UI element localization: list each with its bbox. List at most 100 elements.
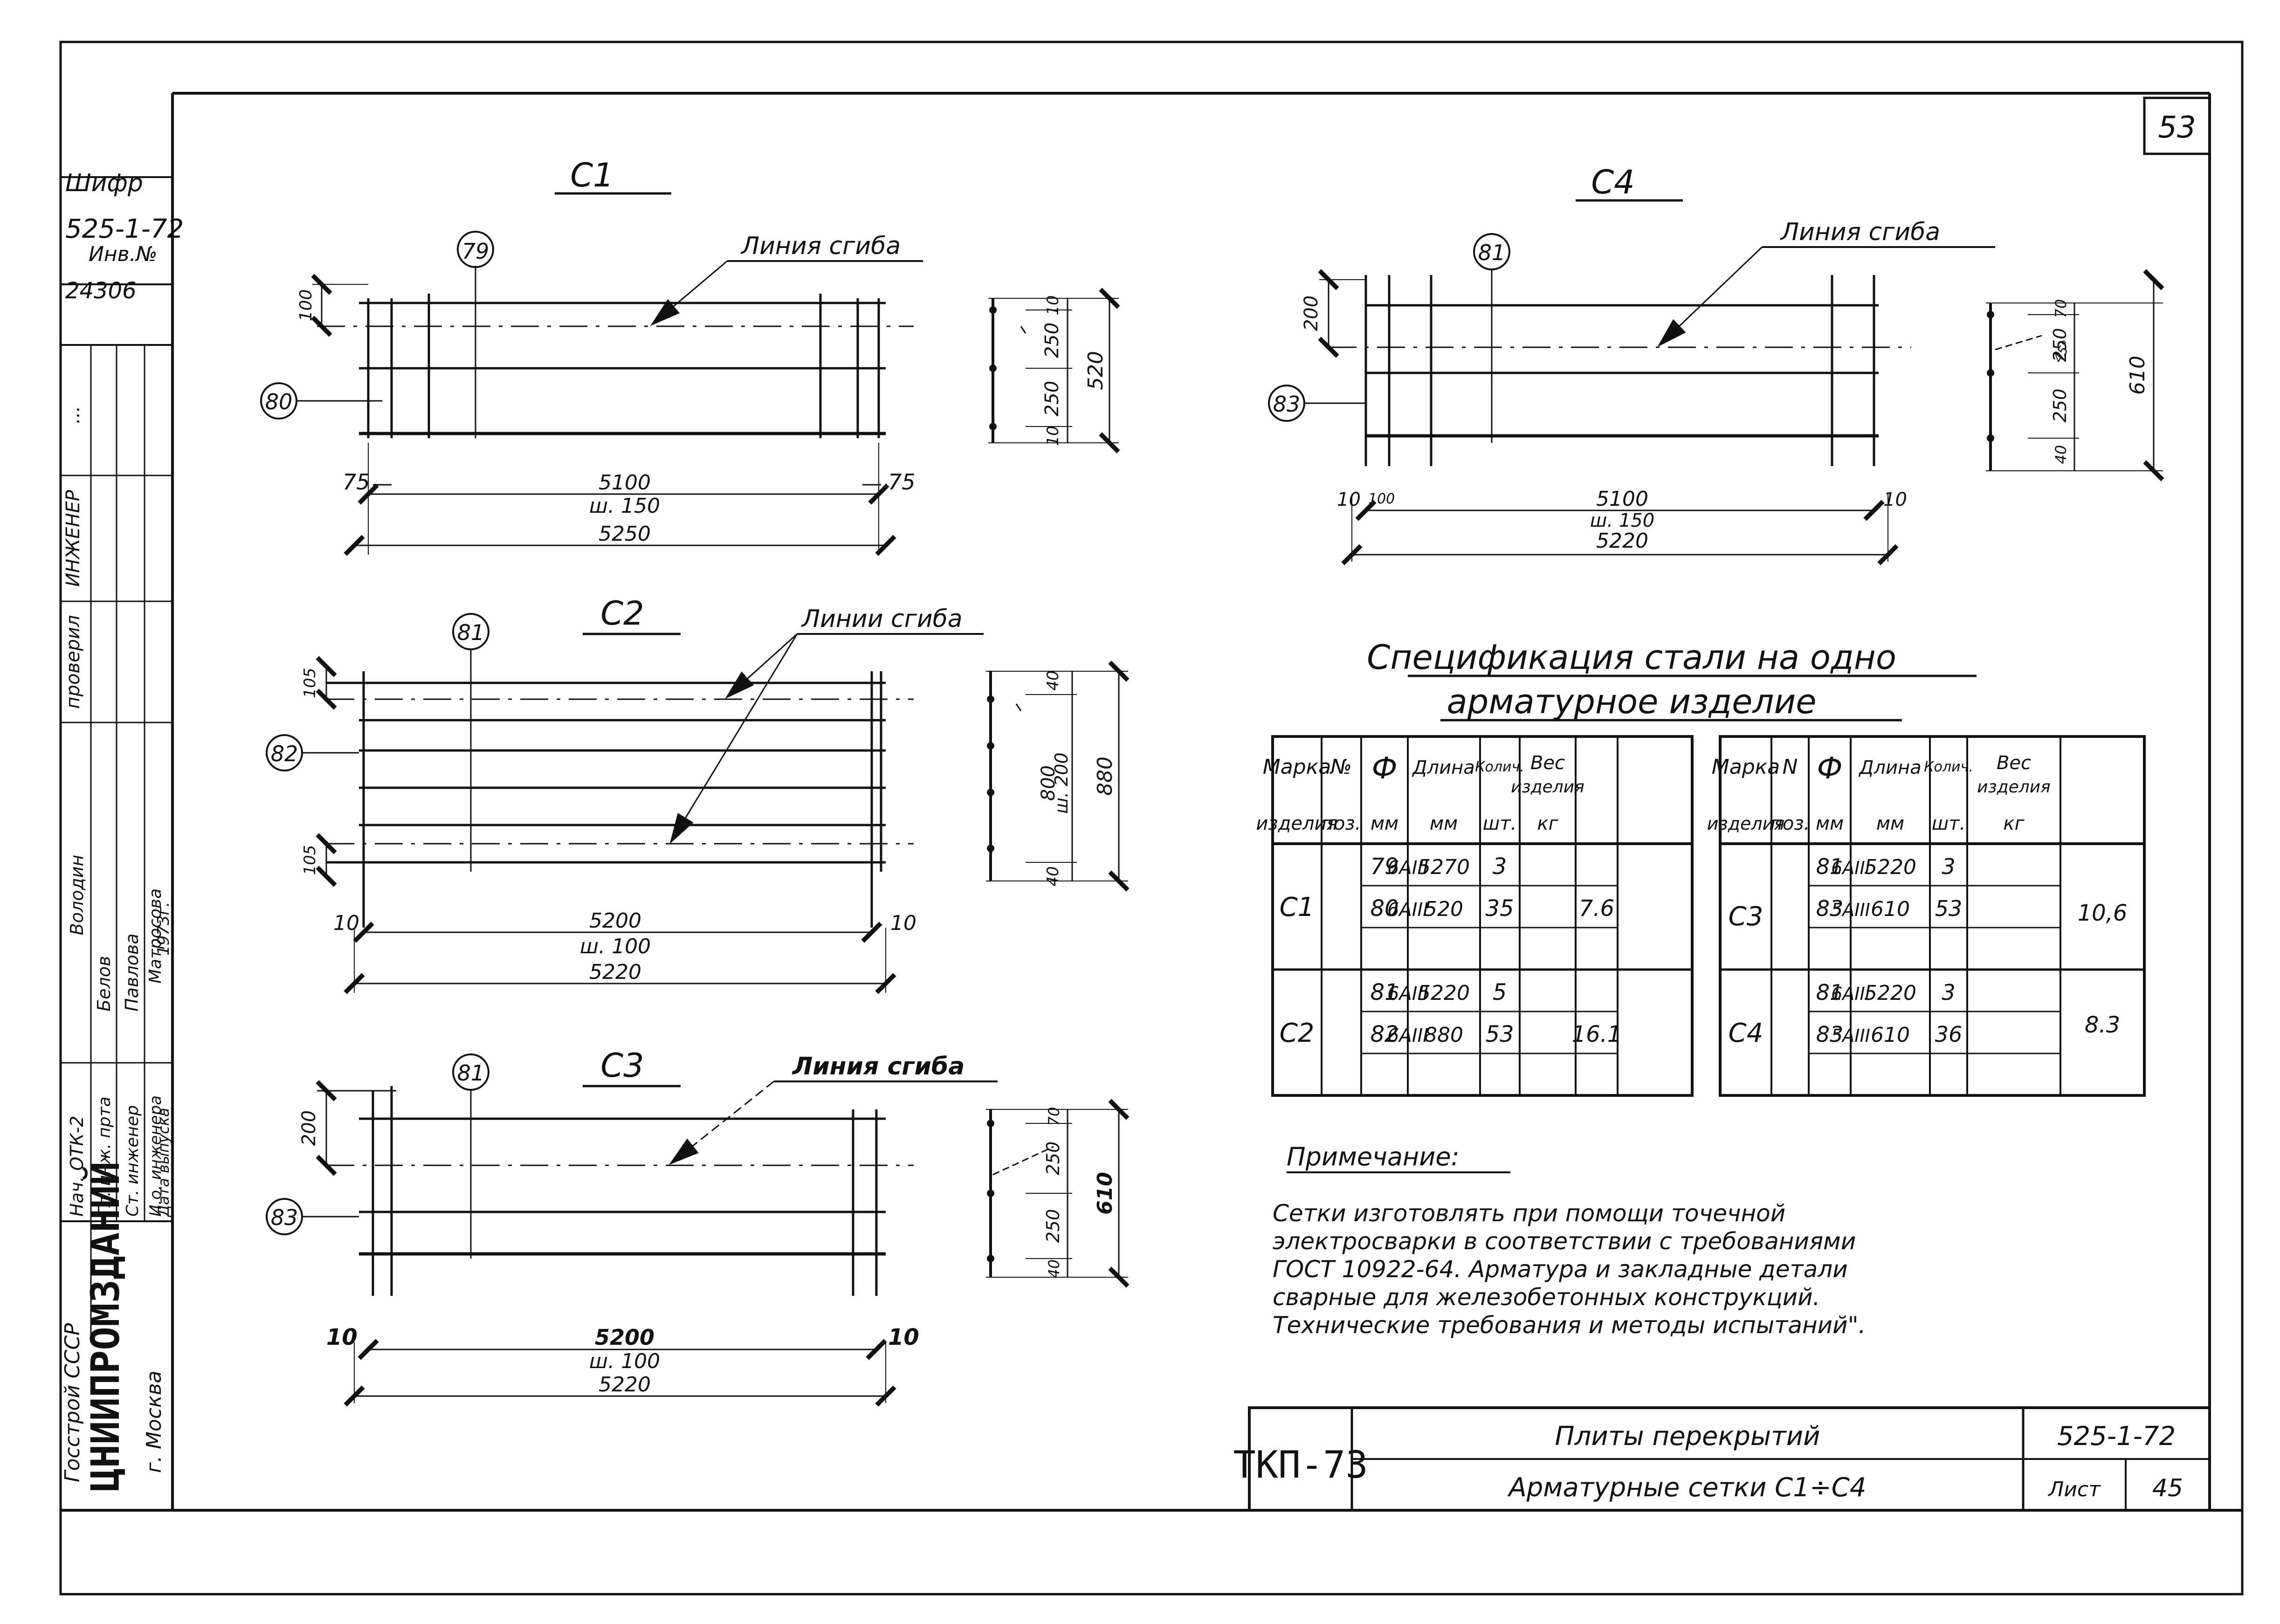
c2-sec-total: 880 <box>1093 757 1117 796</box>
spec-l-h-mark-1: Марка <box>1263 755 1331 779</box>
c3-title: C3 <box>600 1046 644 1085</box>
spec-l-h-qty-2: шт. <box>1483 813 1517 834</box>
spec-r-h-pos-2: поз. <box>1770 813 1810 834</box>
title-block: ТКП-73 Плиты перекрытий Арматурные сетки… <box>1233 1406 2211 1512</box>
spec-l-qty-79: 3 <box>1493 853 1507 880</box>
spec-l-h-wt-1: Вес <box>1530 752 1565 774</box>
spec-r-h-len-1: Длина <box>1858 757 1921 778</box>
spec-l-pos-80: 80 <box>1370 895 1398 922</box>
stamp-name-2: Белов <box>94 956 114 1012</box>
spec-r-pos-83a: 83 <box>1816 896 1844 921</box>
spec-r-h-qty-2: шт. <box>1932 813 1966 834</box>
stamp-role-4: И.о. инженера <box>146 1095 165 1217</box>
sheet-number: 53 <box>2158 110 2196 145</box>
c1-pos-left: 80 <box>265 389 293 414</box>
c3-sec-40: 40 <box>1045 1259 1063 1279</box>
c2-title: C2 <box>600 594 644 633</box>
c2-dim-10-right: 10 <box>890 911 916 935</box>
spec-l-h-wt-1b: изделия <box>1511 778 1584 797</box>
note-line-1: Сетки изготовлять при помощи точечной <box>1273 1200 1785 1227</box>
c2-sec-step: ш. 200 <box>1051 752 1072 813</box>
spec-r-qty-83b: 36 <box>1935 1022 1963 1047</box>
spec-r-dia-83b: 5AIII <box>1831 1025 1870 1046</box>
c3-dim-10-right: 10 <box>888 1324 919 1350</box>
stamp-cell-2: ИНЖЕНЕР <box>62 489 84 587</box>
note-title: Примечание: <box>1287 1142 1460 1171</box>
c3-dim-length: 5200 <box>595 1325 654 1350</box>
spec-r-qty-83a: 53 <box>1935 896 1963 921</box>
c4-sec-70: 70 <box>2052 299 2070 318</box>
spec-l-qty-80: 35 <box>1485 895 1514 922</box>
spec-l-h-len-1: Длина <box>1412 757 1474 778</box>
c2-sec-40-top: 40 <box>1044 670 1062 690</box>
c1-bend-label: Линия сгиба <box>740 232 901 260</box>
spec-l-h-pos-1: № <box>1329 755 1352 779</box>
spec-r-weight-c4: 8.3 <box>2085 1012 2120 1038</box>
spec-r-h-pos-1: N <box>1783 755 1798 779</box>
inv-label: Инв.№ <box>89 242 157 266</box>
c3-sec-total: 610 <box>1093 1172 1117 1215</box>
c4-dim-10-left: 10 <box>1337 489 1361 510</box>
c3-sec-70: 70 <box>1045 1107 1063 1126</box>
c3-dim-10-left: 10 <box>326 1324 358 1350</box>
spec-table-right: Марка изделия N поз. Ф мм Длина мм Колич… <box>1707 735 2146 1097</box>
c1-title: C1 <box>570 156 613 194</box>
spec-l-qty-82: 53 <box>1485 1021 1514 1047</box>
c3-dim-total: 5220 <box>599 1373 651 1397</box>
spec-l-h-wt-2: кг <box>1537 813 1558 834</box>
spec-l-dia-79: 6AIII <box>1387 857 1428 879</box>
c2-dim-bot: 105 <box>301 845 319 875</box>
c1-dim-75-left: 75 <box>343 469 370 495</box>
c3-bend-label: Линия сгиба <box>792 1053 964 1080</box>
c2-sec-40-bot: 40 <box>1044 866 1062 886</box>
side-stamp: Шифр 525-1-72 Инв.№ 24306 ... ИНЖЕНЕР пр… <box>61 169 184 1492</box>
tb-sheet-no: 45 <box>2152 1474 2183 1502</box>
stamp-name-3: Павлова <box>122 934 142 1012</box>
spec-l-dia-81: 6AIII <box>1387 983 1428 1005</box>
mesh-c4: C4 81 83 Линия сгиба 200 10 100 10 5100 <box>1268 163 2164 565</box>
spec-r-pos-81a: 81 <box>1816 854 1844 879</box>
spec-l-weight-c2: 16.1 <box>1572 1021 1622 1047</box>
c1-sec-10-top: 10 <box>1044 295 1062 315</box>
c1-dim-left: 100 <box>296 289 316 322</box>
spec-r-h-wt-1: Вес <box>1997 752 2031 774</box>
c2-dim-total: 5220 <box>589 960 641 984</box>
mesh-c3: C3 81 83 Линия сгиба 200 10 10 5200 ш. 1… <box>266 1046 1130 1407</box>
sheet-number-box: 53 <box>2143 96 2211 155</box>
c4-dim-step: ш. 150 <box>1590 510 1654 531</box>
note: Примечание: Сетки изготовлять при помощи… <box>1273 1142 1866 1339</box>
spec-r-dia-83a: 5AIII <box>1831 900 1870 920</box>
c1-sec-250-a: 250 <box>1041 323 1063 358</box>
c1-dim-75-right: 75 <box>888 469 916 495</box>
c3-pos-top: 81 <box>457 1060 485 1086</box>
stamp-cell-1: ... <box>62 406 84 424</box>
c3-dim-step: ш. 100 <box>589 1349 660 1373</box>
c4-bend-label: Линия сгиба <box>1780 218 1940 246</box>
inv-value: 24306 <box>65 278 137 304</box>
spec-l-h-mark-2: изделия <box>1256 813 1337 834</box>
c1-pos-top: 79 <box>462 239 489 264</box>
c2-sec-800: 800 <box>1038 765 1059 801</box>
spec-r-dia-81b: 6AIII <box>1831 984 1870 1004</box>
spec-r-h-dia-1: Ф <box>1817 751 1842 786</box>
c2-pos-left: 82 <box>271 741 298 766</box>
spec-l-weight-c1: 7.6 <box>1579 895 1614 922</box>
mesh-c2: C2 81 82 Линии сгиба 105 105 10 <box>266 594 1130 994</box>
org-2: ЦНИИПРОМЗДАНИЙ <box>83 1162 128 1492</box>
spec-l-h-pos-2: поз. <box>1322 813 1361 834</box>
spec-r-len-83b: 610 <box>1871 1023 1910 1047</box>
c1-sec-10-bot: 10 <box>1044 426 1062 446</box>
stamp-role-5: Дата выпуска <box>155 1108 172 1218</box>
city: г. Москва <box>142 1370 166 1473</box>
spec-l-len-79: 5270 <box>1418 855 1470 879</box>
c3-sec-250-b: 250 <box>1043 1209 1063 1243</box>
c1-dim-step: ш. 150 <box>589 494 660 518</box>
c2-dim-10-left: 10 <box>333 911 359 935</box>
stamp-role-2: Гл. инж. прта <box>95 1096 114 1217</box>
spec-r-h-len-2: мм <box>1876 813 1904 834</box>
c1-sec-total: 520 <box>1084 351 1108 390</box>
spec-r-qty-81b: 3 <box>1942 980 1955 1005</box>
tb-code: 525-1-72 <box>2057 1421 2176 1452</box>
mesh-c1: C1 79 80 Линия сгиба 100 75 75 5 <box>260 156 1120 556</box>
